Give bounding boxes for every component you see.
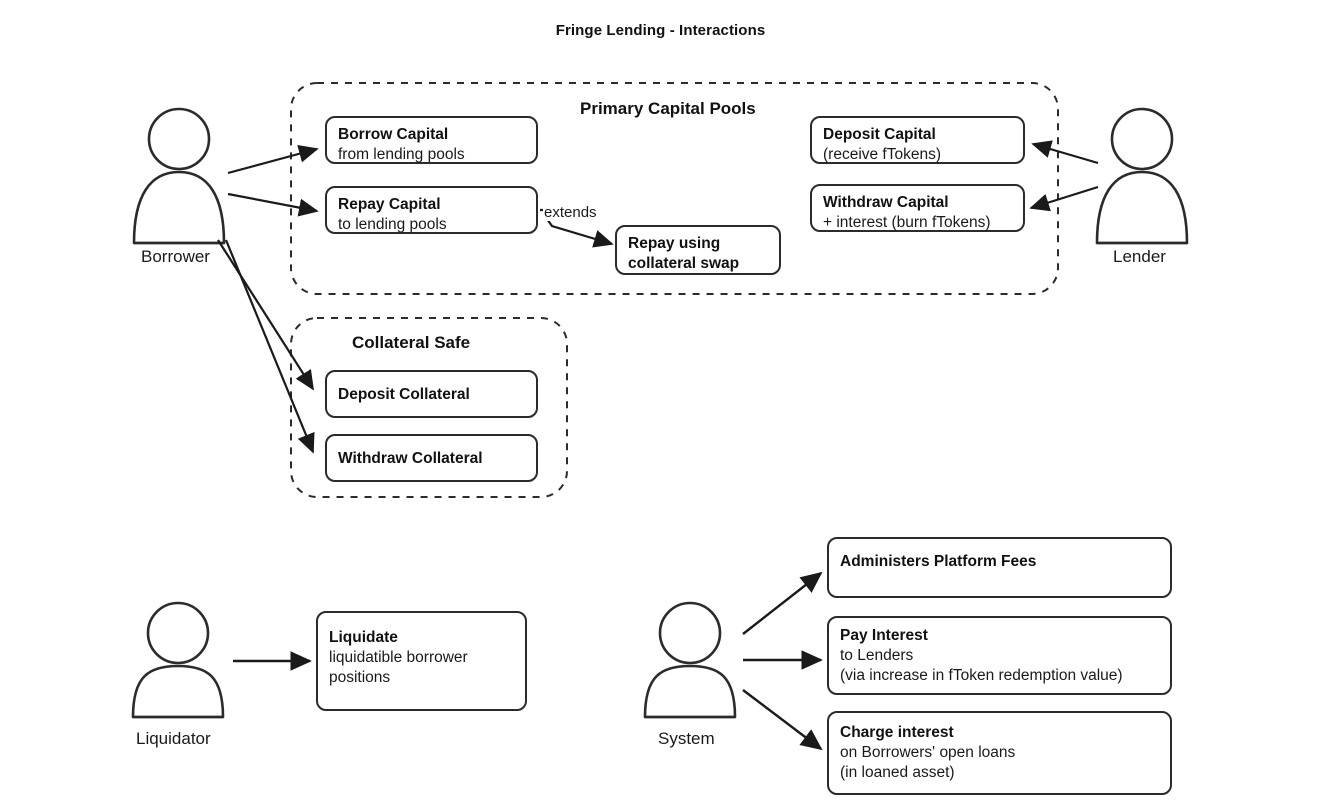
node-liquidate-line2: liquidatible borrower	[329, 648, 468, 666]
arrow-borrower-to-borrow-capital	[227, 144, 319, 175]
node-administers-platform-fees[interactable]: Administers Platform Fees	[827, 537, 1172, 598]
node-deposit-capital[interactable]: Deposit Capital (receive fTokens)	[810, 116, 1025, 164]
node-deposit-capital-subtitle: (receive fTokens)	[823, 145, 942, 163]
arrow-borrower-to-deposit-collateral	[217, 239, 314, 391]
node-administers-platform-fees-title: Administers Platform Fees	[840, 553, 1037, 570]
node-pay-interest-title: Pay Interest	[840, 627, 928, 644]
edge-label-extends: extends	[543, 204, 598, 221]
node-repay-swap-line2: collateral swap	[628, 254, 740, 272]
node-withdraw-collateral-title: Withdraw Collateral	[338, 449, 483, 467]
node-pay-interest[interactable]: Pay Interest to Lenders (via increase in…	[827, 616, 1172, 695]
node-charge-interest-title: Charge interest	[840, 724, 954, 741]
actor-label-borrower: Borrower	[141, 247, 210, 266]
node-withdraw-capital-title: Withdraw Capital	[823, 194, 949, 211]
arrow-lender-to-withdraw-capital	[1029, 185, 1099, 212]
actor-icon-liquidator	[131, 601, 225, 719]
node-liquidate-line3: positions	[329, 668, 391, 686]
node-liquidate-title: Liquidate	[329, 629, 398, 646]
node-deposit-collateral[interactable]: Deposit Collateral	[325, 370, 538, 418]
arrow-system-to-administers-platform-fees	[742, 571, 823, 635]
actor-icon-system	[643, 601, 737, 719]
node-repay-swap-line1: Repay using	[628, 235, 721, 252]
actor-label-lender: Lender	[1113, 247, 1166, 266]
node-deposit-collateral-title: Deposit Collateral	[338, 385, 470, 403]
actor-icon-borrower	[132, 107, 226, 245]
node-repay-capital[interactable]: Repay Capital to lending pools	[325, 186, 538, 234]
node-withdraw-collateral[interactable]: Withdraw Collateral	[325, 434, 538, 482]
node-repay-capital-title: Repay Capital	[338, 196, 441, 213]
node-pay-interest-line3: (via increase in fToken redemption value…	[840, 666, 1123, 684]
node-repay-capital-subtitle: to lending pools	[338, 215, 447, 233]
page-title: Fringe Lending - Interactions	[555, 22, 766, 39]
group-title-primary-capital-pools: Primary Capital Pools	[580, 99, 756, 118]
actor-icon-lender	[1095, 107, 1189, 245]
node-liquidate[interactable]: Liquidate liquidatible borrower position…	[316, 611, 527, 711]
node-withdraw-capital[interactable]: Withdraw Capital + interest (burn fToken…	[810, 184, 1025, 232]
node-borrow-capital-subtitle: from lending pools	[338, 145, 465, 163]
group-boundary-collateral-safe	[290, 317, 568, 498]
node-withdraw-capital-subtitle: + interest (burn fTokens)	[823, 213, 991, 231]
actor-label-system: System	[658, 729, 715, 748]
arrow-borrower-to-withdraw-collateral	[224, 239, 315, 454]
node-repay-using-collateral-swap[interactable]: Repay using collateral swap	[615, 225, 781, 275]
node-charge-interest[interactable]: Charge interest on Borrowers' open loans…	[827, 711, 1172, 795]
group-title-collateral-safe: Collateral Safe	[352, 333, 471, 352]
arrow-lender-to-deposit-capital	[1031, 140, 1099, 165]
node-charge-interest-line3: (in loaned asset)	[840, 763, 955, 781]
node-borrow-capital-title: Borrow Capital	[338, 126, 449, 143]
node-charge-interest-line2: on Borrowers' open loans	[840, 743, 1016, 761]
arrow-system-to-charge-interest	[742, 689, 823, 751]
node-deposit-capital-title: Deposit Capital	[823, 126, 936, 143]
node-borrow-capital[interactable]: Borrow Capital from lending pools	[325, 116, 538, 164]
node-pay-interest-line2: to Lenders	[840, 646, 914, 664]
arrow-borrower-to-repay-capital	[227, 192, 319, 217]
actor-label-liquidator: Liquidator	[136, 729, 211, 748]
